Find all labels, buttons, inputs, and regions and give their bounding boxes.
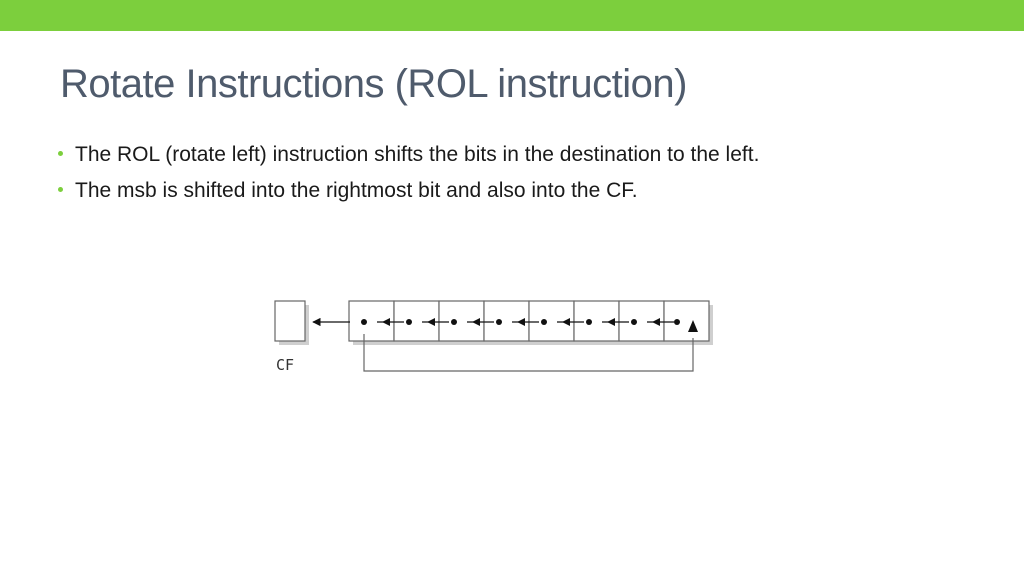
top-accent-bar [0, 0, 1024, 31]
bit-dot [541, 319, 547, 325]
shift-arrow-icon [427, 318, 435, 326]
cf-label: CF [276, 356, 294, 374]
rol-diagram: CF [274, 300, 713, 374]
rotate-feedback-arrow-icon [688, 320, 698, 332]
carry-flag-box [274, 300, 309, 345]
shift-arrow-icon [607, 318, 615, 326]
bit-cell [663, 300, 710, 342]
bullet-item: The ROL (rotate left) instruction shifts… [58, 142, 759, 168]
shift-arrow-icon [652, 318, 660, 326]
bit-dot [406, 319, 412, 325]
bit-dot [451, 319, 457, 325]
bit-dot [674, 319, 680, 325]
bullet-text: The ROL (rotate left) instruction shifts… [75, 143, 760, 166]
slide-title: Rotate Instructions (ROL instruction) [60, 62, 687, 106]
bullet-dot-icon [58, 187, 63, 192]
shift-arrow-icon [382, 318, 390, 326]
bit-dot [631, 319, 637, 325]
register-bits [348, 300, 713, 345]
bit-dot [361, 319, 367, 325]
bullet-list: The ROL (rotate left) instruction shifts… [58, 142, 759, 214]
bullet-item: The msb is shifted into the rightmost bi… [58, 178, 759, 204]
rotate-feedback-line [363, 334, 694, 372]
bullet-text: The msb is shifted into the rightmost bi… [75, 179, 638, 202]
bullet-dot-icon [58, 151, 63, 156]
bit-dot [586, 319, 592, 325]
bit-dot [496, 319, 502, 325]
shift-arrow-icon [472, 318, 480, 326]
shift-arrow-icon [517, 318, 525, 326]
shift-arrow-icon [562, 318, 570, 326]
